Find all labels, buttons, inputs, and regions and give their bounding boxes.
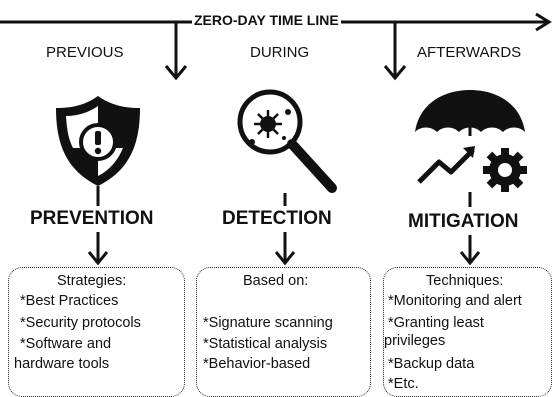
list-item: *Security protocols bbox=[20, 315, 141, 331]
virus-magnifier-icon bbox=[237, 89, 337, 193]
list-item: *Backup data bbox=[388, 356, 475, 372]
list-item: *Software and bbox=[20, 336, 112, 352]
list-item: *Granting least bbox=[388, 315, 484, 331]
umbrella-growth-gear-icon bbox=[415, 90, 527, 192]
list-item: *Behavior-based bbox=[203, 356, 311, 372]
list-item: *Signature scanning bbox=[203, 315, 333, 331]
phase-label-afterwards: AFTERWARDS bbox=[417, 44, 522, 61]
timeline-arrowhead bbox=[535, 12, 552, 32]
timeline-title: ZERO-DAY TIME LINE bbox=[192, 12, 341, 28]
list-item: *Statistical analysis bbox=[203, 336, 328, 352]
heading-prevention: PREVENTION bbox=[26, 206, 158, 232]
strategies-title: Strategies: bbox=[57, 273, 127, 289]
based-on-title: Based on: bbox=[243, 273, 309, 289]
phase-label-previous: PREVIOUS bbox=[46, 44, 124, 61]
list-item: *Best Practices bbox=[20, 293, 119, 309]
list-item: *Etc. bbox=[388, 376, 419, 392]
list-item: *Monitoring and alert bbox=[388, 293, 522, 309]
techniques-title: Techniques: bbox=[426, 273, 504, 289]
heading-detection: DETECTION bbox=[218, 206, 336, 232]
heading-mitigation: MITIGATION bbox=[404, 209, 523, 235]
phase-label-during: DURING bbox=[250, 44, 310, 61]
list-item: hardware tools bbox=[14, 356, 110, 372]
list-item: privileges bbox=[384, 333, 446, 349]
shield-alert-icon bbox=[56, 96, 140, 186]
